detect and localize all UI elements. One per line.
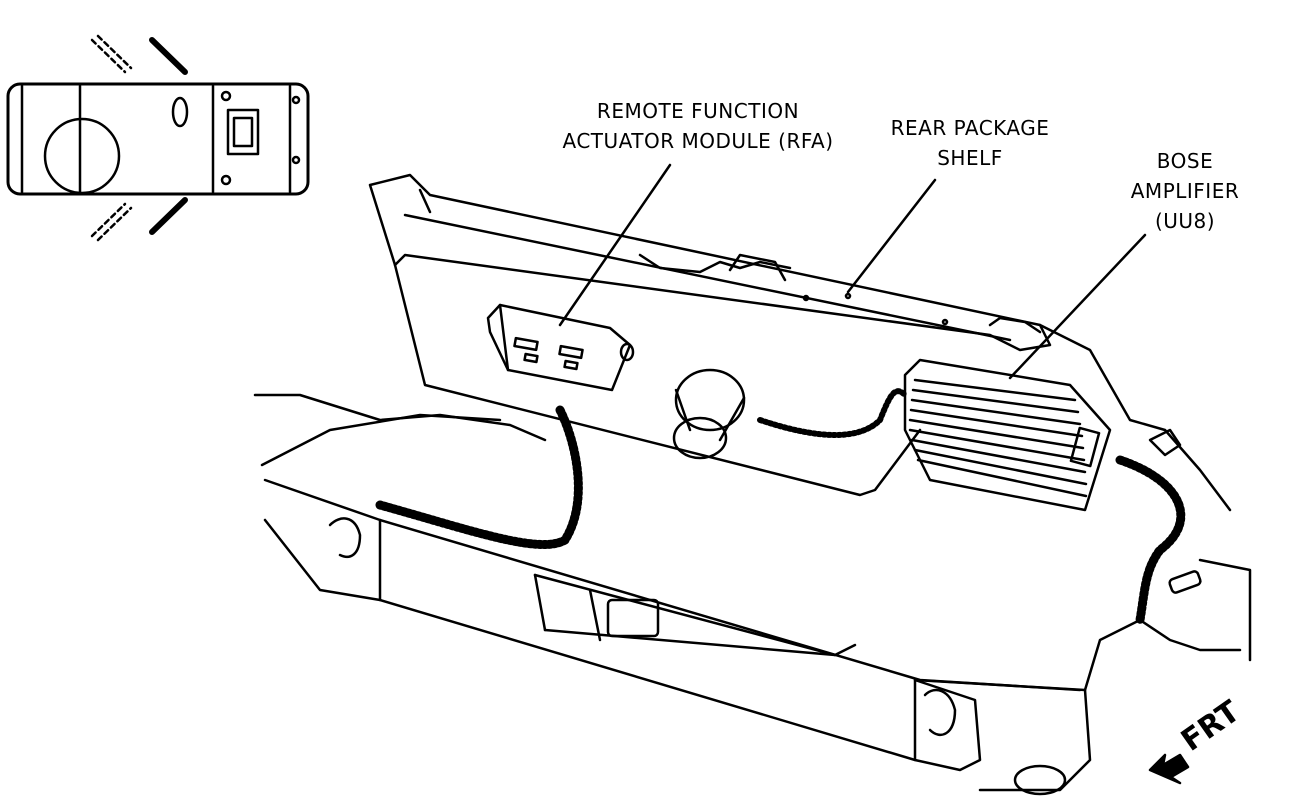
wiring-harness [375,388,1186,625]
bose-leader [1008,233,1147,380]
vehicle-top-view-icon [6,34,310,242]
shelf-leader [846,178,937,294]
front-arrow-icon [1148,753,1190,785]
speaker [672,368,746,460]
rfa-leader [558,163,672,327]
rfa-module [486,303,635,392]
leader-lines [558,163,1147,380]
bose-amplifier [903,358,1112,512]
bose-label-line3: (UU8) [1154,209,1216,233]
vehicle-body [253,323,1252,796]
rfa-label-line2: ACTUATOR MODULE (RFA) [562,129,834,153]
bose-label: BOSE AMPLIFIER (UU8) [1110,146,1260,236]
shelf-label-line1: REAR PACKAGE [890,116,1050,140]
shelf-label-line2: SHELF [937,146,1003,170]
shelf-label: REAR PACKAGE SHELF [870,113,1070,173]
rfa-label-line1: REMOTE FUNCTION [596,99,800,123]
bose-label-line1: BOSE [1156,149,1214,173]
rfa-label: REMOTE FUNCTION ACTUATOR MODULE (RFA) [548,96,848,156]
rear-package-shelf [368,173,1052,497]
bose-label-line2: AMPLIFIER [1130,179,1240,203]
